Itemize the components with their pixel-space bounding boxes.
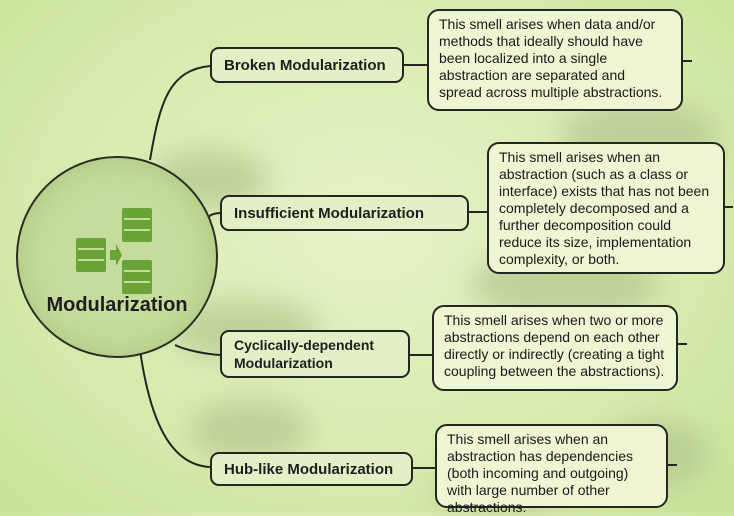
connector-cyclic xyxy=(174,344,221,356)
branch-broken-modularization: Broken Modularization xyxy=(210,47,404,83)
connector-hub xyxy=(139,349,211,468)
branch-insufficient-modularization: Insufficient Modularization xyxy=(220,195,469,231)
description-cyclically-dependent-modularization: This smell arises when two or more abstr… xyxy=(432,305,678,391)
tick-insufficient xyxy=(724,206,733,208)
branch-hub-like-modularization: Hub-like Modularization xyxy=(210,452,413,486)
tick-hub xyxy=(668,464,677,466)
branch-cyclically-dependent-modularization: Cyclically-dependent Modularization xyxy=(220,330,410,378)
description-insufficient-modularization: This smell arises when an abstraction (s… xyxy=(487,142,725,274)
connector-broken xyxy=(149,65,211,161)
tick-cyclic xyxy=(678,343,687,345)
central-node: Modularization xyxy=(16,156,218,358)
description-hub-like-modularization: This smell arises when an abstraction ha… xyxy=(435,424,668,515)
description-broken-modularization: This smell arises when data and/or metho… xyxy=(427,9,683,111)
tick-broken xyxy=(683,60,692,62)
modularization-icon xyxy=(76,208,152,294)
central-title: Modularization xyxy=(46,294,188,316)
